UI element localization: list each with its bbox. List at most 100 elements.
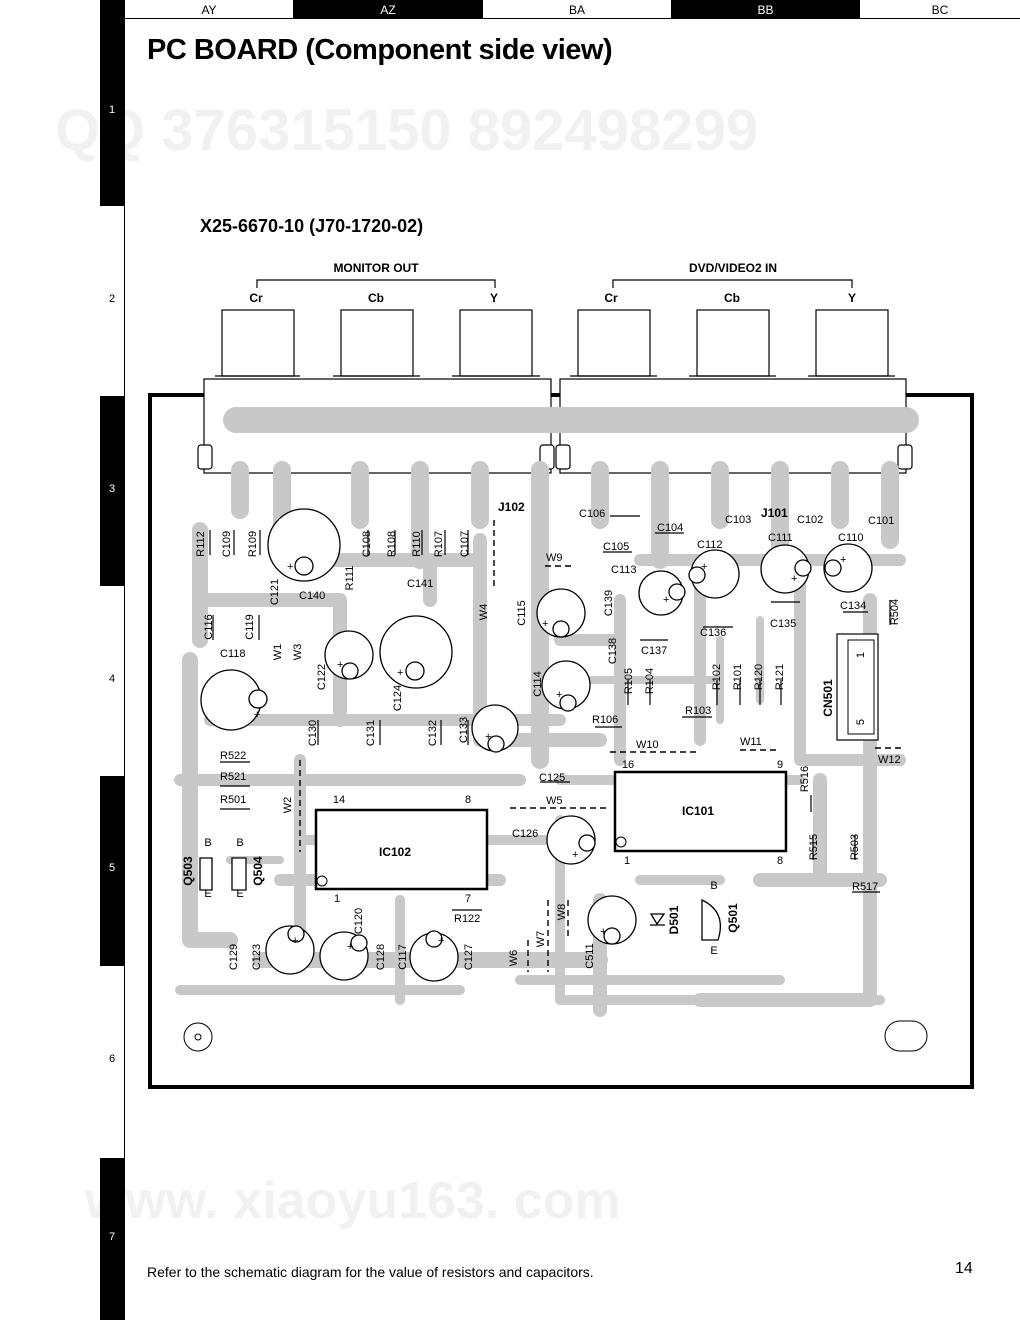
- svg-text:C101: C101: [868, 515, 894, 527]
- pin-number: 16: [622, 759, 634, 771]
- svg-text:R517: R517: [852, 881, 878, 893]
- svg-text:C134: C134: [840, 600, 866, 612]
- svg-text:C116: C116: [203, 614, 215, 639]
- pin-label: E: [236, 888, 243, 900]
- reference-labels: J102 J101 C106 C104 C103 C102 C101 C112 …: [220, 500, 901, 925]
- svg-text:C129: C129: [228, 944, 240, 970]
- svg-text:C121: C121: [269, 579, 281, 605]
- pin-label: E: [710, 945, 717, 957]
- zone-label: BC: [931, 3, 949, 17]
- svg-text:R516: R516: [799, 766, 811, 792]
- svg-text:R522: R522: [220, 750, 246, 762]
- svg-text:W5: W5: [546, 795, 563, 807]
- row-label: 6: [108, 1053, 116, 1065]
- svg-text:W9: W9: [546, 552, 563, 564]
- pin-number: 1: [334, 893, 340, 905]
- svg-text:C127: C127: [463, 944, 475, 970]
- pin-label: E: [204, 888, 211, 900]
- dvd-in-label: DVD/VIDEO2 IN: [689, 261, 777, 275]
- svg-text:C133: C133: [458, 717, 470, 743]
- pin-label: B: [236, 837, 243, 849]
- svg-text:+: +: [397, 667, 403, 679]
- svg-text:+: +: [542, 618, 548, 630]
- svg-text:C123: C123: [251, 944, 263, 970]
- pin-number: 1: [624, 855, 630, 867]
- rail-block: [100, 1158, 124, 1320]
- svg-text:R521: R521: [220, 771, 246, 783]
- svg-text:+: +: [337, 659, 343, 671]
- svg-text:R515: R515: [808, 834, 820, 860]
- svg-text:C511: C511: [584, 943, 596, 968]
- svg-text:R122: R122: [454, 913, 480, 925]
- ic101-label: IC101: [682, 804, 714, 818]
- svg-text:C119: C119: [244, 614, 256, 639]
- svg-text:R106: R106: [592, 714, 618, 726]
- svg-text:Q501: Q501: [726, 903, 740, 933]
- svg-text:W6: W6: [508, 950, 520, 967]
- svg-text:Q504: Q504: [251, 856, 265, 886]
- svg-text:R104: R104: [644, 668, 656, 694]
- pin-number: 14: [333, 794, 345, 806]
- svg-text:C105: C105: [603, 541, 629, 553]
- svg-text:C120: C120: [353, 908, 365, 934]
- svg-text:R503: R503: [849, 834, 861, 860]
- zone-underline: [125, 18, 1020, 19]
- row-label: 3: [108, 483, 116, 495]
- svg-text:R108: R108: [386, 531, 398, 557]
- row-label: 1: [108, 104, 116, 116]
- page-title: PC BOARD (Component side view): [147, 34, 613, 66]
- svg-text:R121: R121: [774, 664, 786, 690]
- svg-text:C104: C104: [657, 522, 683, 534]
- row-rail: 1 2 3 4 5 6 7: [0, 0, 125, 1320]
- mounting-holes: [183, 1020, 928, 1052]
- monitor-out-bracket: [256, 279, 496, 288]
- svg-text:R105: R105: [623, 668, 635, 694]
- svg-text:W1: W1: [272, 644, 284, 661]
- svg-text:R504: R504: [889, 599, 901, 625]
- svg-text:C103: C103: [725, 514, 751, 526]
- svg-text:C125: C125: [539, 772, 565, 784]
- svg-text:+: +: [347, 941, 353, 953]
- svg-text:J102: J102: [498, 500, 525, 514]
- svg-text:+: +: [254, 709, 260, 721]
- svg-text:R111: R111: [344, 566, 356, 591]
- zone-label: AY: [201, 3, 217, 17]
- svg-text:W11: W11: [740, 736, 762, 748]
- svg-text:W7: W7: [535, 931, 547, 948]
- rail-edge: [124, 0, 125, 1320]
- rail-block: [100, 776, 124, 966]
- svg-text:+: +: [840, 554, 846, 566]
- svg-text:R120: R120: [753, 664, 765, 690]
- svg-text:W10: W10: [636, 739, 659, 751]
- jack-label: Cb: [368, 291, 384, 305]
- svg-text:C115: C115: [516, 600, 528, 625]
- svg-text:W4: W4: [478, 604, 490, 621]
- svg-text:R107: R107: [433, 531, 445, 557]
- svg-text:C113: C113: [611, 564, 636, 576]
- pin-number: 9: [777, 759, 783, 771]
- svg-text:C112: C112: [697, 539, 722, 551]
- zone-label: BB: [671, 0, 860, 18]
- board-code: X25-6670-10 (J70-1720-02): [200, 216, 424, 236]
- svg-text:+: +: [572, 849, 578, 861]
- svg-text:R109: R109: [247, 531, 259, 557]
- svg-text:C102: C102: [797, 514, 823, 526]
- svg-text:C136: C136: [700, 627, 726, 639]
- svg-text:Q503: Q503: [181, 856, 195, 886]
- zone-label: AZ: [293, 0, 483, 18]
- svg-text:J101: J101: [761, 506, 788, 520]
- svg-text:+: +: [791, 573, 797, 585]
- row-label: 4: [108, 673, 116, 685]
- watermark-text: www. xiaoyu163. com: [84, 1172, 621, 1230]
- svg-text:C110: C110: [838, 532, 863, 544]
- svg-text:C131: C131: [365, 720, 377, 746]
- jack-label: Cr: [249, 291, 263, 305]
- polarity-marks: + + + + + + + + + + + + + + + +: [254, 554, 846, 953]
- dvd-in-bracket: [612, 279, 853, 288]
- pin-number: 1: [855, 652, 867, 658]
- cn501-label: CN501: [821, 679, 835, 717]
- jack-label: Y: [848, 291, 856, 305]
- watermark-text: QQ 376315150 892498299: [55, 98, 758, 163]
- electrolytic-capacitors: [200, 508, 873, 982]
- svg-text:W12: W12: [878, 754, 901, 766]
